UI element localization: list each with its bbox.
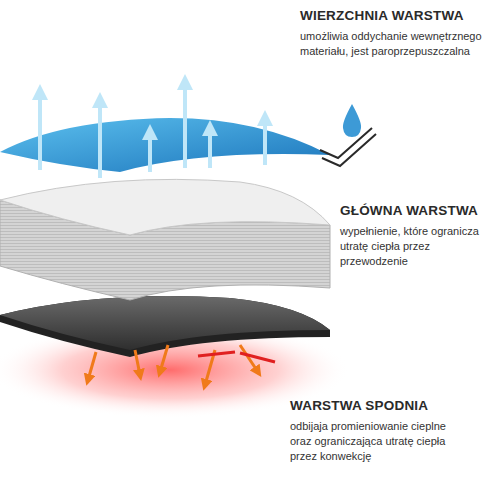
label-holder: wypełnienie, które ogranicza utratę ciep…: [340, 220, 494, 269]
label-holder: WIERZCHNIA WARSTWA: [300, 8, 494, 23]
layer-description: umożliwia oddychanie wewnętrznego materi…: [300, 29, 494, 59]
label-holder: GŁÓWNA WARSTWA: [340, 203, 494, 218]
top-layer: [0, 118, 330, 172]
label-holder: odbijaja promieniowanie cieplne oraz ogr…: [290, 415, 460, 464]
layer-heading: WIERZCHNIA WARSTWA: [300, 8, 494, 23]
heat-arrows: [88, 345, 258, 385]
layer-heading: GŁÓWNA WARSTWA: [340, 203, 494, 218]
layer-description: odbijaja promieniowanie cieplne oraz ogr…: [290, 419, 460, 464]
layer-heading: WARSTWA SPODNIA: [290, 398, 460, 413]
vapour-arrows: [40, 82, 265, 178]
layer-description: wypełnienie, które ogranicza utratę ciep…: [340, 224, 494, 269]
bottom-layer: [0, 296, 330, 350]
heat-rays: [198, 352, 275, 362]
label-holder: umożliwia oddychanie wewnętrznego materi…: [300, 25, 494, 59]
label-holder: WARSTWA SPODNIA: [290, 398, 460, 413]
water-drop-icon: [320, 104, 376, 166]
main-layer-top: [0, 179, 330, 235]
bottom-layer-edge: [0, 296, 330, 357]
